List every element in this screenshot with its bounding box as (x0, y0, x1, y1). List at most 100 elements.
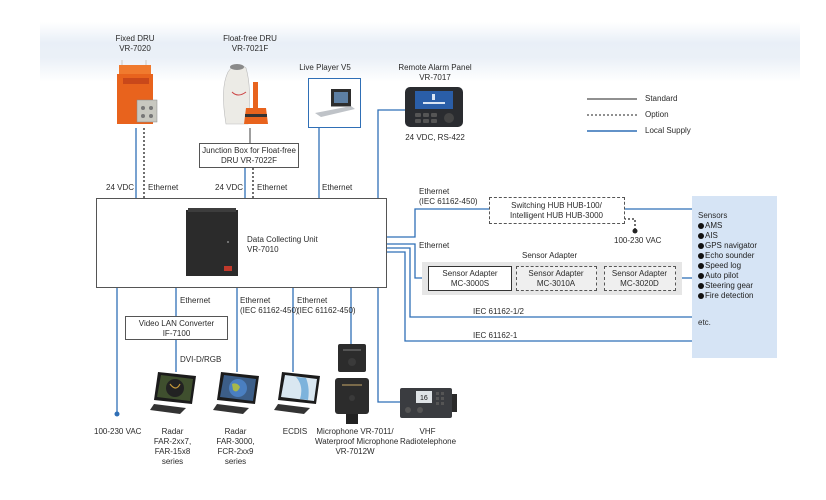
line-iec-12 (387, 247, 692, 318)
label-iec-12: IEC 61162-1/2 (473, 307, 524, 316)
laptop-icon (315, 89, 355, 117)
ecdis-label: ECDIS (282, 427, 308, 436)
hub-line1: Switching HUB HUB-100/ (511, 201, 602, 210)
hub-box: Switching HUB HUB-100/ Intelligent HUB H… (489, 197, 625, 224)
sensor-item: Auto pilot (698, 271, 777, 281)
sensor-item: AIS (698, 231, 777, 241)
sensor-item: Steering gear (698, 281, 777, 291)
dcu-cabinet-image (186, 208, 238, 276)
line-remote-alarm (377, 109, 405, 198)
microphone-line2: Waterproof Microphone (315, 437, 399, 446)
sensor-item-label: AIS (705, 231, 718, 240)
radar2-monitor-image (213, 372, 259, 414)
live-player-frame (308, 78, 361, 128)
label-24vdc-b: 24 VDC (215, 183, 244, 192)
sensor-adapter-mc3000s-line1: Sensor Adapter (442, 269, 498, 278)
sensors-footer: etc. (698, 318, 711, 327)
label-eth-vlc: Ethernet (180, 296, 211, 305)
sensor-item-label: Steering gear (705, 281, 754, 290)
line-dcu-hub (387, 208, 490, 238)
microphone-image (335, 344, 369, 424)
svg-text:16: 16 (420, 395, 428, 402)
line-dcu-sensor-adapter (387, 243, 428, 279)
sensor-adapter-group-label: Sensor Adapter (522, 251, 578, 260)
sensor-item: Fire detection (698, 291, 777, 301)
sensor-adapter-mc3010a-line1: Sensor Adapter (528, 269, 584, 278)
sensor-adapter-mc3010a-line2: MC-3010A (536, 279, 576, 288)
label-eth-live: Ethernet (322, 183, 353, 192)
bullet-icon (698, 273, 704, 279)
bullet-icon (698, 253, 704, 259)
fixed-dru-image (117, 60, 158, 124)
power-left-dot (114, 411, 120, 417)
label-eth-hub-1: Ethernet (419, 187, 450, 196)
radar2-line4: series (224, 457, 247, 466)
sensor-adapter-mc3020d: Sensor Adapter MC-3020D (604, 266, 676, 291)
ecdis-monitor-image (274, 372, 320, 414)
hub-power-dot (632, 228, 638, 234)
sensor-adapter-mc3020d-line2: MC-3020D (620, 279, 659, 288)
dcu-name: Data Collecting Unit (247, 235, 318, 244)
line-hub-power (624, 218, 636, 230)
sensor-item: Speed log (698, 261, 777, 271)
sensor-item-label: GPS navigator (705, 241, 758, 250)
sensor-adapter-mc3000s-line2: MC-3000S (450, 279, 490, 288)
sensor-adapter-mc3010a: Sensor Adapter MC-3010A (516, 266, 597, 291)
floatfree-dru-image (223, 64, 268, 125)
sensor-item: Echo sounder (698, 251, 777, 261)
sensor-item-label: Speed log (705, 261, 742, 270)
microphone-line3: VR-7012W (335, 447, 375, 456)
vlc-line1: Video LAN Converter (138, 319, 215, 328)
dcu-model: VR-7010 (247, 245, 279, 254)
junction-box-line1: Junction Box for Float-free (202, 146, 296, 155)
sensor-list: AMS AIS GPS navigator Echo sounder Speed… (698, 221, 777, 301)
junction-box-line2: DRU VR-7022F (220, 156, 277, 165)
label-eth-r2-2: (IEC 61162-450) (240, 306, 299, 315)
label-24vdc-a: 24 VDC (106, 183, 135, 192)
label-iec-1: IEC 61162-1 (473, 331, 518, 340)
vhf-line1: VHF (419, 427, 436, 436)
floatfree-dru-name: Float-free DRU (223, 34, 277, 43)
power-left-label: 100-230 VAC (94, 427, 142, 436)
fixed-dru-name: Fixed DRU (115, 34, 155, 43)
label-eth-hub-2: (IEC 61162-450) (419, 197, 478, 206)
sensor-item-label: AMS (705, 221, 723, 230)
fixed-dru-model: VR-7020 (119, 44, 151, 53)
radar1-monitor-image (150, 372, 196, 414)
bullet-icon (698, 263, 704, 269)
vhf-radio-image: 16 (400, 388, 457, 418)
radar1-line4: series (161, 457, 184, 466)
label-eth-sensor: Ethernet (419, 241, 450, 250)
label-eth-ec-2: (IEC 61162-450) (297, 306, 356, 315)
remote-alarm-image (405, 87, 463, 127)
remote-alarm-name: Remote Alarm Panel (398, 63, 472, 72)
vhf-line2: Radiotelephone (400, 437, 457, 446)
label-eth-b: Ethernet (257, 183, 288, 192)
sensor-adapter-mc3020d-line1: Sensor Adapter (611, 269, 668, 278)
microphone-line1: Microphone VR-7011/ (316, 427, 394, 436)
radar2-line1: Radar (224, 427, 247, 436)
radar1-line2: FAR-2xx7, (153, 437, 192, 446)
bullet-icon (698, 243, 704, 249)
sensor-item-label: Fire detection (705, 291, 754, 300)
sensor-item: AMS (698, 221, 777, 231)
floatfree-dru-model: VR-7021F (231, 44, 269, 53)
label-dvi: DVI-D/RGB (180, 355, 222, 364)
bullet-icon (698, 233, 704, 239)
sensors-title: Sensors (698, 211, 728, 220)
label-eth-r2-1: Ethernet (240, 296, 271, 305)
bullet-icon (698, 283, 704, 289)
radar2-line2: FAR-3000, (216, 437, 255, 446)
hub-line2: Intelligent HUB HUB-3000 (510, 211, 603, 220)
bullet-icon (698, 223, 704, 229)
label-eth-ec-1: Ethernet (297, 296, 328, 305)
remote-alarm-spec: 24 VDC, RS-422 (405, 133, 465, 142)
sensor-item-label: Auto pilot (705, 271, 739, 280)
line-vhf (377, 288, 400, 403)
legend-local-label: Local Supply (645, 126, 691, 135)
line-iec-1 (387, 251, 692, 342)
radar1-line3: FAR-15x8 (154, 447, 191, 456)
sensor-item-label: Echo sounder (705, 251, 755, 260)
sensor-item: GPS navigator (698, 241, 777, 251)
legend-standard-label: Standard (645, 94, 678, 103)
